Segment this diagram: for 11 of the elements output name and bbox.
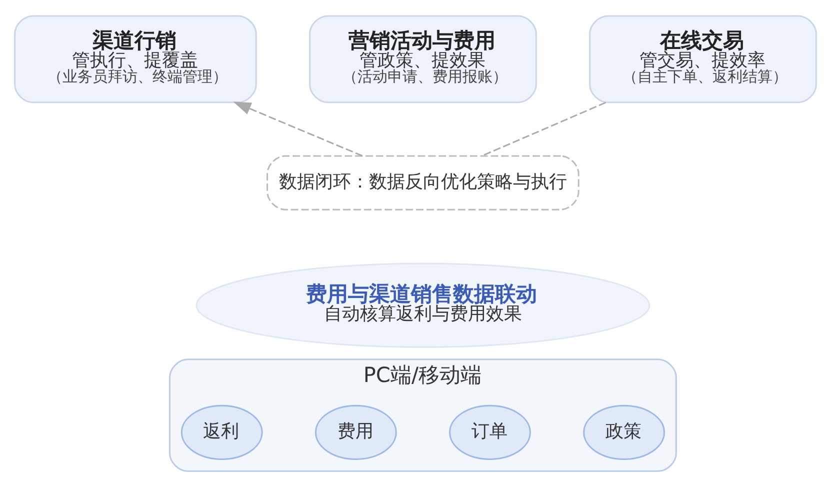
node-ellipse: 费用与渠道销售数据联动 自动核算返利与费用效果: [196, 262, 650, 348]
node-ellipse: 返利: [180, 404, 263, 460]
connector: [482, 102, 606, 157]
node-ellipse: 费用: [314, 404, 397, 460]
node-box: 营销活动与费用 管政策、提效果 （活动申请、费用报账）: [309, 15, 537, 104]
node-ellipse: 订单: [449, 404, 531, 460]
node-ellipse: 政策: [583, 404, 665, 460]
node-box: 数据闭环：数据反向优化策略与执行: [266, 155, 580, 210]
node-box: 渠道行销 管执行、提覆盖 （业务员拜访、终端管理）: [14, 15, 257, 104]
node-box: 在线交易 管交易、提效率 （自主下单、返利结算）: [589, 15, 817, 104]
arrow: [233, 102, 363, 157]
